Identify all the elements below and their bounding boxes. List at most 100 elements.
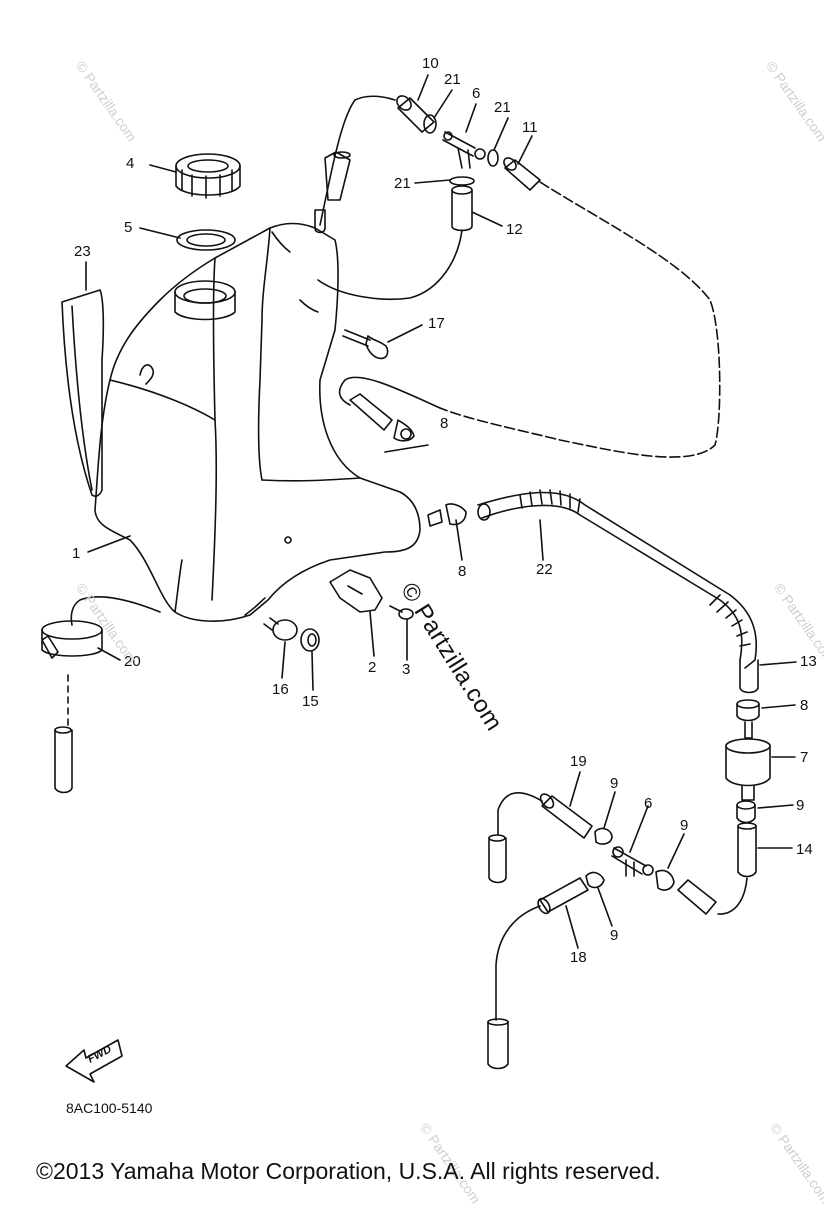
vent-hose-left	[314, 151, 351, 234]
label-3: 3	[402, 661, 411, 678]
diagram-code: 8AC100-5140	[66, 1100, 153, 1116]
clip-21c	[449, 176, 475, 186]
hose-lower-connector	[655, 869, 717, 915]
leader-22	[539, 519, 544, 561]
label-4: 4	[126, 155, 135, 172]
collar-15	[300, 628, 320, 652]
leader-10	[417, 74, 429, 101]
label-7: 7	[800, 749, 809, 766]
label-15: 15	[302, 693, 319, 710]
leader-5	[139, 227, 181, 239]
leader-20	[97, 647, 121, 661]
label-2: 2	[368, 659, 377, 676]
leader-17	[387, 324, 423, 343]
label-5: 5	[124, 219, 133, 236]
leader-8-low	[761, 704, 796, 709]
label-17: 17	[428, 315, 445, 332]
hose-13	[739, 659, 759, 694]
overflow-hose	[349, 393, 415, 442]
leader-1	[87, 535, 131, 553]
label-8-low: 8	[800, 697, 809, 714]
leader-21b	[493, 117, 509, 151]
bracket-2	[329, 569, 383, 613]
leader-21c	[414, 179, 451, 184]
label-9-top: 9	[610, 775, 619, 792]
clamp-8	[736, 699, 760, 722]
fuel-hose-22	[477, 489, 757, 669]
clamp-9b	[585, 871, 605, 889]
tank-outlet-fitting	[427, 503, 467, 527]
leader-18	[565, 905, 579, 949]
label-18: 18	[570, 949, 587, 966]
label-16: 16	[272, 681, 289, 698]
leader-4	[149, 164, 177, 173]
leader-16	[281, 641, 286, 679]
band-20	[41, 620, 103, 659]
hose-18-route	[495, 905, 541, 1021]
label-10: 10	[422, 55, 439, 72]
hose-14-route	[717, 877, 748, 915]
label-22: 22	[536, 561, 553, 578]
leader-6-low	[629, 805, 649, 853]
hose-10	[396, 95, 435, 133]
copyright-notice: ©2013 Yamaha Motor Corporation, U.S.A. A…	[36, 1158, 661, 1184]
hose-end-19	[488, 834, 507, 884]
leader-9-top	[603, 791, 616, 829]
t-joint-lower	[611, 846, 654, 877]
grommet-16	[263, 617, 298, 641]
leader-13	[759, 661, 797, 666]
label-9-low-right: 9	[680, 817, 689, 834]
label-20: 20	[124, 653, 141, 670]
leader-21a	[433, 89, 453, 119]
label-6: 6	[472, 85, 481, 102]
hose-12	[451, 185, 473, 232]
label-19: 19	[570, 753, 587, 770]
hose-19-route	[497, 792, 543, 836]
leader-15	[311, 651, 314, 691]
label-11: 11	[522, 119, 538, 136]
hose-18	[537, 877, 589, 915]
hose-19	[539, 793, 593, 839]
screw-3	[389, 605, 414, 620]
label-12: 12	[506, 221, 523, 238]
label-23: 23	[74, 243, 91, 260]
hose-11	[503, 157, 541, 191]
t-joint-top	[442, 131, 486, 169]
fuel-filter-7	[725, 721, 771, 801]
leader-12	[471, 211, 503, 227]
leader-8-top	[384, 444, 429, 453]
label-13: 13	[800, 653, 817, 670]
leader-9-low-right	[667, 833, 685, 869]
leader-9-bottom	[597, 887, 613, 927]
drain-hose	[54, 674, 73, 794]
clamp-9a	[594, 827, 613, 845]
tank-cap	[175, 153, 241, 199]
label-8-mid: 8	[458, 563, 467, 580]
hose-14	[737, 822, 757, 878]
cap-gasket	[176, 229, 236, 251]
leader-19	[569, 771, 581, 807]
label-14: 14	[796, 841, 813, 858]
leader-11	[517, 135, 533, 165]
fwd-arrow-icon: FWD	[65, 1039, 123, 1083]
label-8-top: 8	[440, 415, 449, 432]
label-21c: 21	[394, 175, 411, 192]
label-6-low: 6	[644, 795, 653, 812]
side-cover	[61, 289, 105, 497]
bolt-17	[342, 329, 389, 360]
label-21b: 21	[494, 99, 511, 116]
clamp-9-right	[736, 800, 756, 824]
clip-21b	[487, 149, 499, 167]
label-9-bottom: 9	[610, 927, 619, 944]
label-9-right: 9	[796, 797, 805, 814]
leader-8-mid	[455, 519, 463, 561]
label-1: 1	[72, 545, 81, 562]
clip-21a	[423, 114, 437, 134]
label-21a: 21	[444, 71, 461, 88]
leader-2	[369, 611, 375, 657]
hose-end-18	[487, 1018, 509, 1070]
leader-6	[465, 103, 477, 133]
fuel-tank	[94, 222, 421, 622]
leader-9-right	[757, 804, 794, 809]
